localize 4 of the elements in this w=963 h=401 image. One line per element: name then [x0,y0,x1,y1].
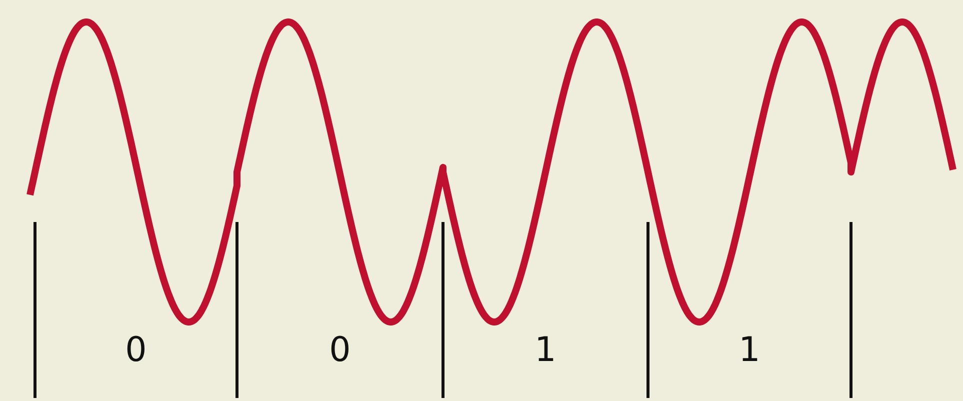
bit-value: 1 [534,330,558,370]
bit-value: 1 [738,330,762,370]
bit-value: 0 [328,330,352,370]
bit-value: 0 [124,330,148,370]
